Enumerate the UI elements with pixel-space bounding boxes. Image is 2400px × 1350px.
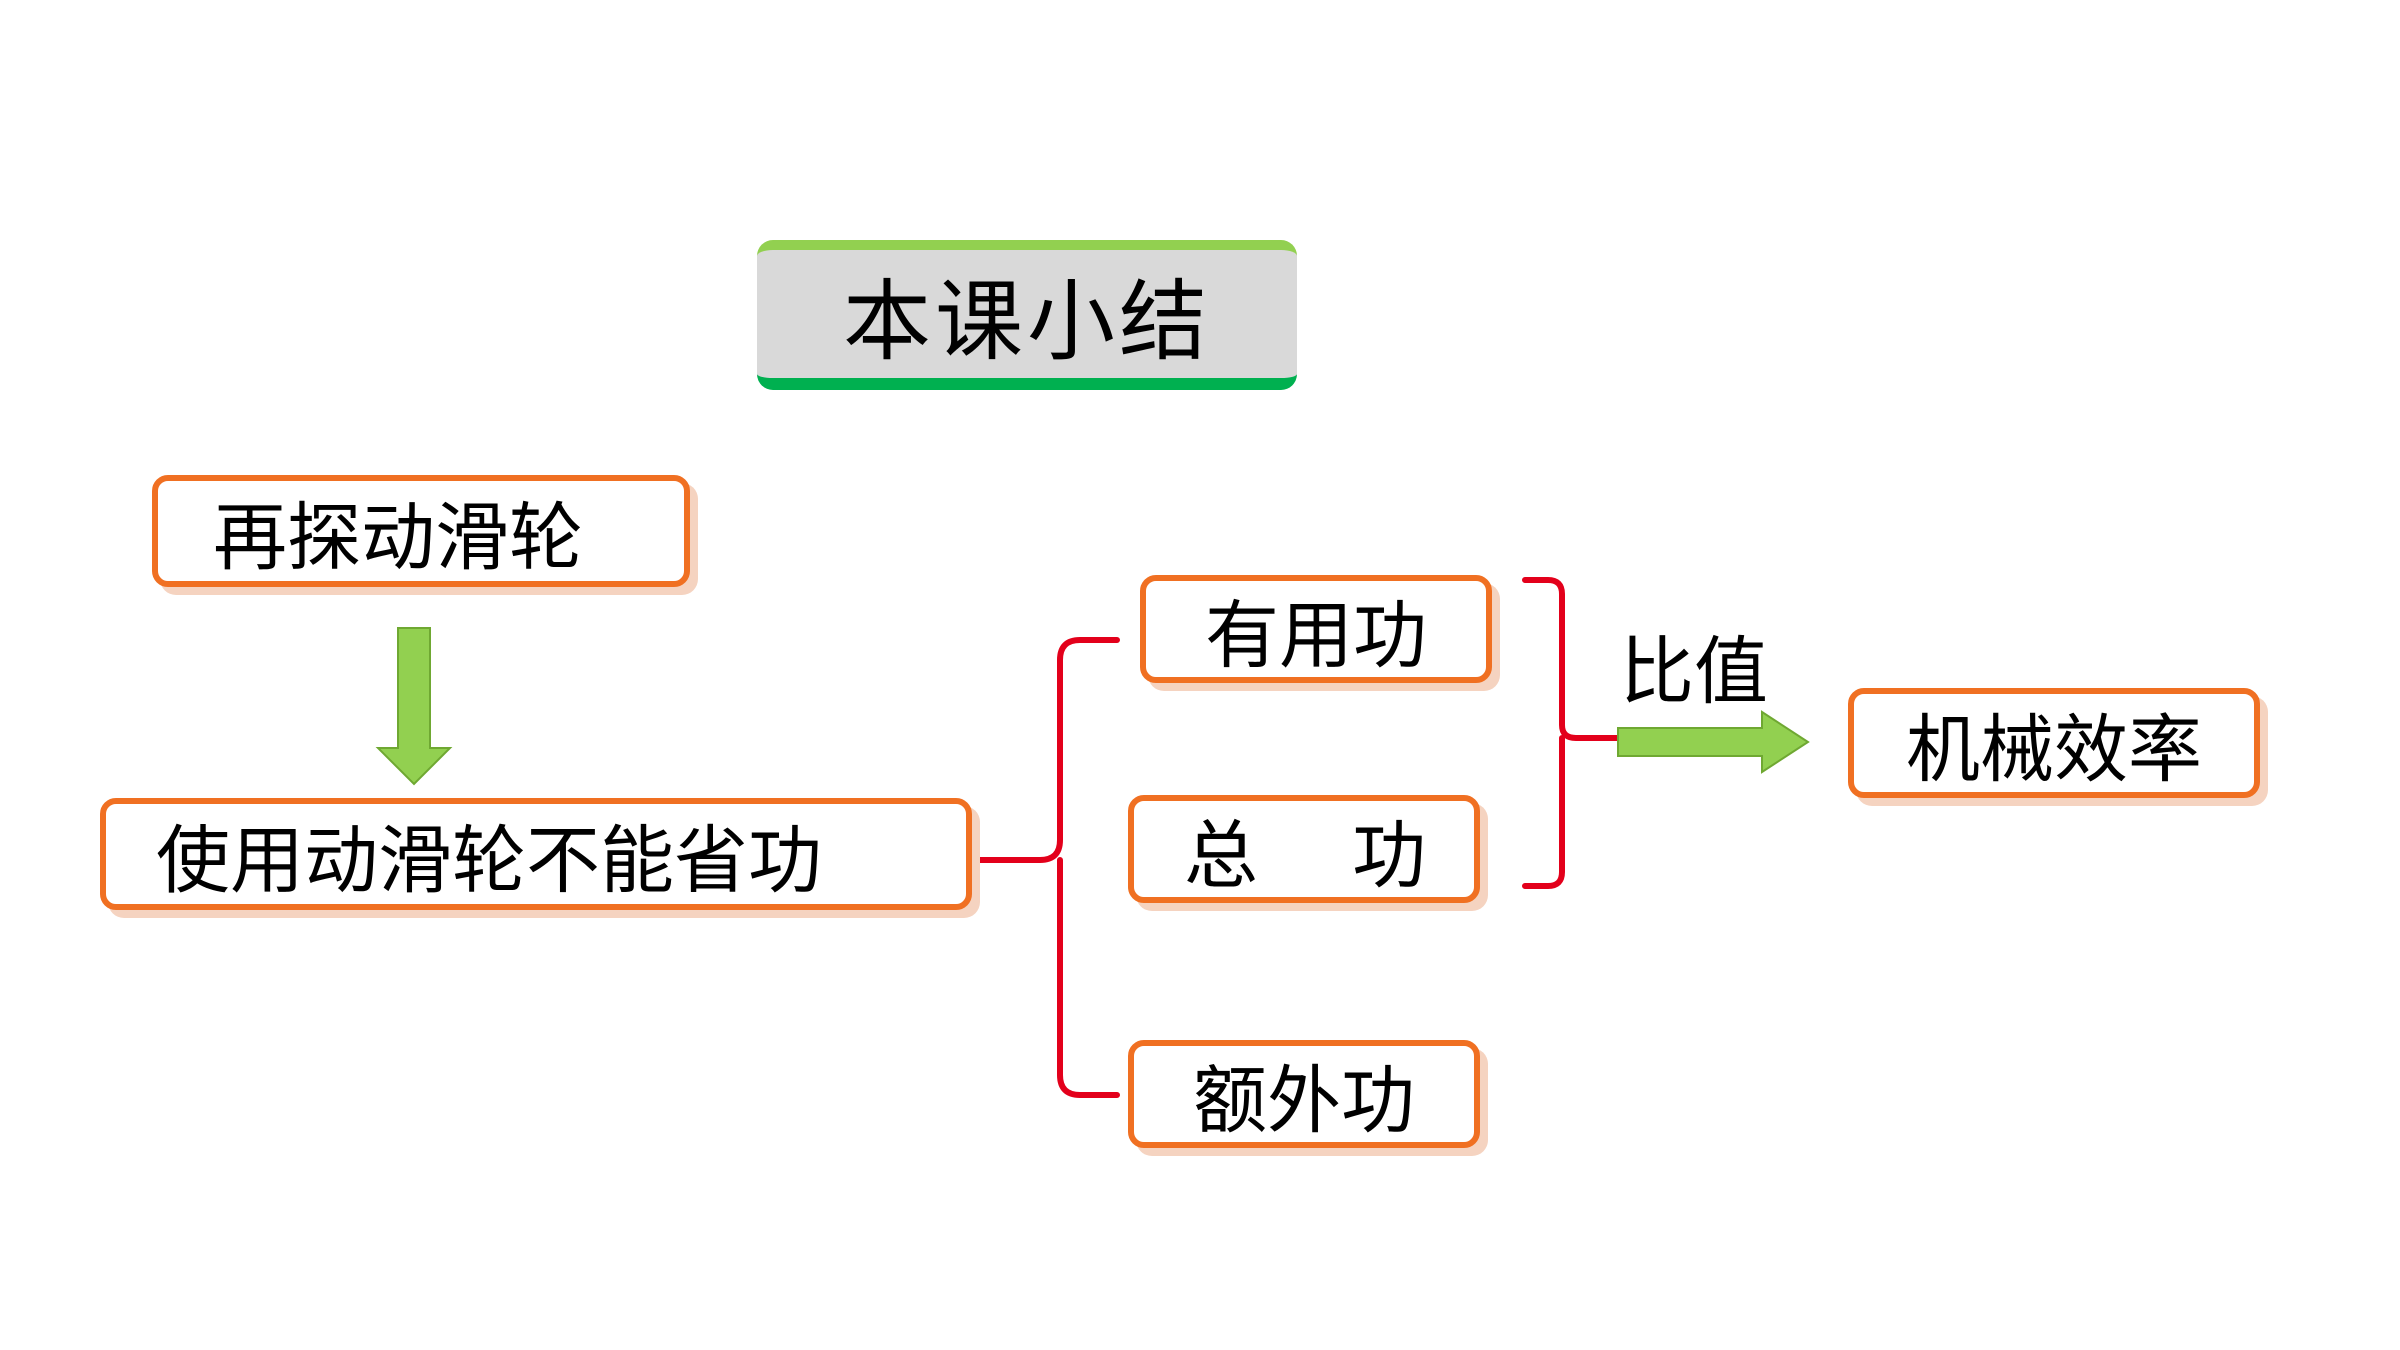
- right-arrow: [1617, 710, 1810, 774]
- mechanical-efficiency-node: 机械效率: [1848, 688, 2260, 798]
- down-arrow: [375, 627, 453, 786]
- useful-work-label: 有用功: [1205, 592, 1427, 679]
- summary-title: 本课小结: [757, 240, 1297, 390]
- ratio-label: 比值: [1620, 629, 1768, 715]
- extra-work-label: 额外功: [1193, 1057, 1415, 1144]
- extra-work-node: 额外功: [1128, 1040, 1480, 1148]
- total-work-node: 总 功: [1128, 795, 1480, 903]
- mechanical-efficiency-label: 机械效率: [1906, 706, 2202, 793]
- total-work-label: 总 功: [1184, 812, 1427, 899]
- useful-work-node: 有用功: [1140, 575, 1492, 683]
- explore-pulley-label: 再探动滑轮: [213, 494, 583, 581]
- left-bracket: [972, 637, 1120, 1098]
- conclusion-label: 使用动滑轮不能省功: [156, 817, 822, 904]
- right-bracket: [1522, 577, 1621, 889]
- explore-pulley-node: 再探动滑轮: [152, 475, 690, 587]
- conclusion-node: 使用动滑轮不能省功: [100, 798, 972, 910]
